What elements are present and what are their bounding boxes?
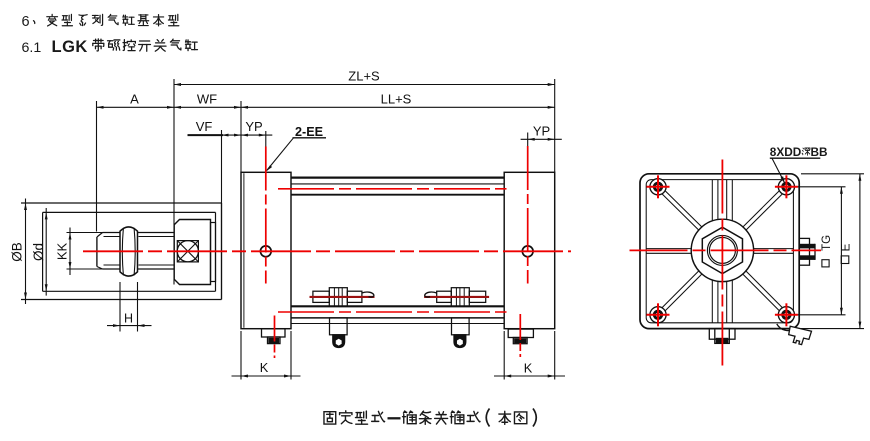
svg-text:YP: YP [245, 119, 262, 134]
svg-text:YP: YP [533, 123, 550, 138]
svg-text:WF: WF [197, 91, 217, 106]
svg-text:A: A [130, 91, 139, 106]
svg-text:H: H [124, 311, 133, 325]
svg-text:2-EE: 2-EE [295, 125, 323, 139]
svg-text:E: E [839, 243, 853, 251]
svg-text:6.1: 6.1 [22, 40, 42, 56]
svg-text:Ød: Ød [31, 243, 46, 261]
svg-text:K: K [524, 360, 533, 375]
svg-text:LGK: LGK [52, 38, 88, 56]
svg-text:8XDD: 8XDD [770, 145, 802, 159]
svg-text:VF: VF [196, 119, 213, 134]
svg-text:BB: BB [811, 145, 828, 159]
svg-text:KK: KK [54, 243, 69, 261]
svg-text:LL+S: LL+S [381, 91, 412, 106]
svg-text:K: K [260, 360, 269, 375]
svg-text:TG: TG [821, 235, 833, 251]
svg-text:6: 6 [22, 14, 30, 30]
svg-text:ØB: ØB [10, 242, 25, 262]
svg-text:ZL+S: ZL+S [348, 69, 380, 84]
